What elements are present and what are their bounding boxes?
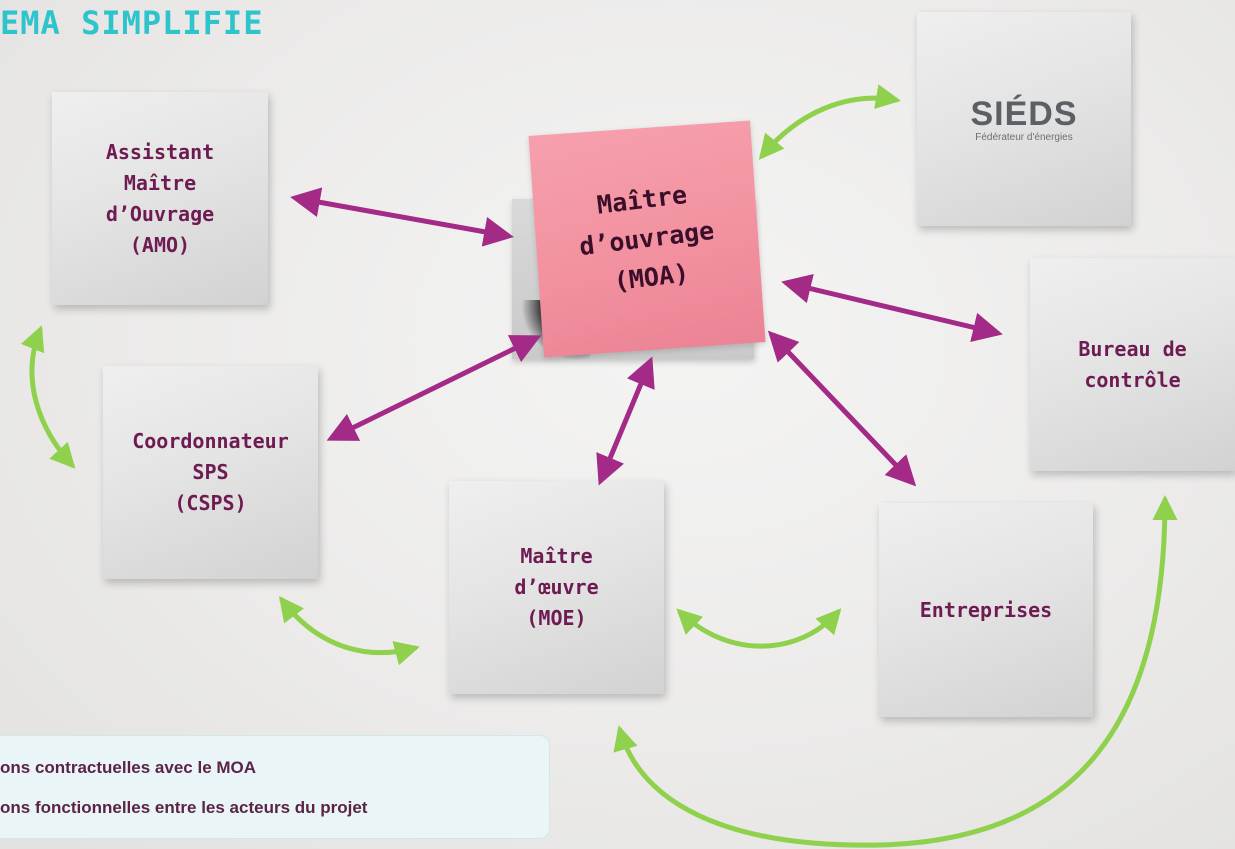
siede-logo: SIÉDS Fédérateur d'énergies xyxy=(970,95,1077,143)
arrow-moe-entreprises xyxy=(676,608,842,649)
diagram-title: EMA SIMPLIFIE xyxy=(0,4,264,42)
legend-contractual: ons contractuelles avec le MOA xyxy=(0,758,257,777)
arrow-moa-siede xyxy=(758,84,901,160)
arrow-moa-csps xyxy=(326,335,542,441)
arrow-csps-moe xyxy=(278,596,420,666)
arrow-moa-moe xyxy=(596,356,655,486)
arrow-moa-bureau xyxy=(781,273,1003,343)
note-bureau-label: Bureau de contrôle xyxy=(1078,336,1187,392)
arrow-moa-amo xyxy=(290,187,514,247)
note-csps-label: Coordonnateur SPS (CSPS) xyxy=(132,429,289,515)
note-bureau-controle: Bureau de contrôle xyxy=(1030,258,1235,471)
legend-box: ons contractuelles avec le MOA ons fonct… xyxy=(0,735,550,839)
note-siede-logo: SIÉDS Fédérateur d'énergies xyxy=(917,12,1131,226)
arrow-bureau-moe xyxy=(613,495,1178,848)
note-csps: Coordonnateur SPS (CSPS) xyxy=(103,366,318,579)
legend-functional: ons fonctionnelles entre les acteurs du … xyxy=(0,798,368,817)
arrow-moa-entreprises xyxy=(767,330,917,487)
logo-word: SIÉDS xyxy=(970,95,1078,133)
arrow-amo-csps xyxy=(20,325,76,469)
note-amo: Assistant Maître d’Ouvrage (AMO) xyxy=(52,92,268,305)
note-moe-label: Maître d’œuvre (MOE) xyxy=(514,544,599,630)
logo-tagline: Fédérateur d'énergies xyxy=(975,132,1073,143)
note-amo-label: Assistant Maître d’Ouvrage (AMO) xyxy=(105,139,215,257)
